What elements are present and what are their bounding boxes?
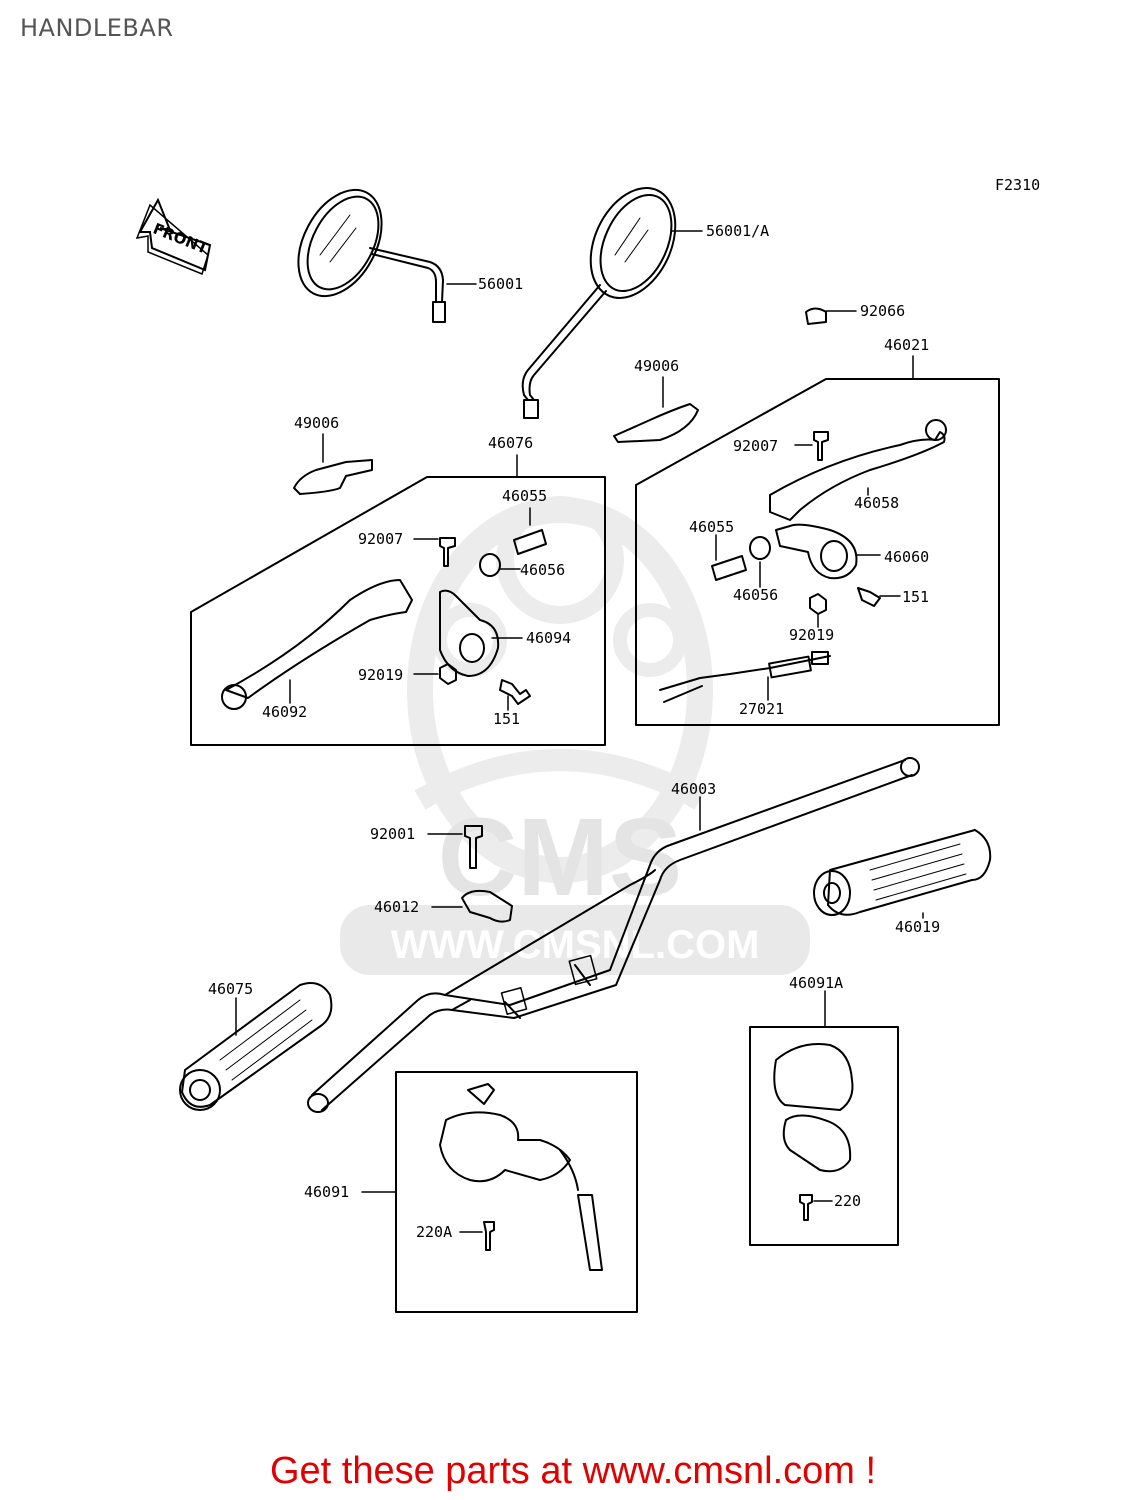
label-handlebar: 46003 [671, 780, 716, 798]
switch-harness-part [659, 655, 831, 691]
label-screw-housing-left: 220A [416, 1223, 452, 1241]
screw-left-part [499, 679, 531, 705]
housing-right-part [773, 1043, 854, 1111]
housing-left-part [439, 1111, 571, 1183]
label-lever-left: 46092 [262, 703, 307, 721]
label-nut-left: 92019 [358, 666, 403, 684]
grip-right-part [813, 829, 992, 916]
holder-right-part [775, 523, 858, 580]
label-adjuster-left: 46055 [502, 487, 547, 505]
label-bolt-lever-left: 92007 [358, 530, 403, 548]
nut-adjuster-right-part [749, 536, 771, 560]
adjuster-left-part [513, 529, 547, 555]
cms-watermark: CMS WWW.CMSNL.COM [340, 496, 810, 975]
lever-assy-left-box [190, 476, 606, 746]
label-adjuster-right: 46055 [689, 518, 734, 536]
cover-right-part [613, 403, 699, 443]
handlebar-part [307, 757, 920, 1113]
figure-code: F2310 [995, 176, 1040, 194]
screw-housing-left-part [483, 1221, 495, 1251]
label-cover-left: 49006 [294, 414, 339, 432]
nut-right-part [809, 593, 827, 615]
lever-left-part [225, 579, 413, 699]
label-nut-adjuster-right: 46056 [733, 586, 778, 604]
label-cover-right: 49006 [634, 357, 679, 375]
label-mirror-left: 56001 [478, 275, 523, 293]
label-bolt-holder: 92001 [370, 825, 415, 843]
label-housing-left: 46091 [304, 1183, 349, 1201]
mirror-right-part [521, 187, 677, 419]
housing-left-box [395, 1071, 638, 1313]
footer-link[interactable]: Get these parts at www.cmsnl.com ! [269, 1450, 877, 1492]
label-holder-left: 46094 [526, 629, 571, 647]
part-labels: 56001 56001/A 92066 46021 49006 49006 46… [208, 222, 940, 1241]
label-holder-right: 46060 [884, 548, 929, 566]
screw-right-part [857, 587, 881, 607]
bolt-holder-part [464, 825, 483, 869]
label-cap: 92066 [860, 302, 905, 320]
nut-left-part [439, 663, 457, 685]
mirror-left-part [297, 188, 446, 323]
bolt-lever-right-part [813, 431, 829, 461]
label-switch-harness: 27021 [739, 700, 784, 718]
label-mirror-right: 56001/A [706, 222, 769, 240]
label-lever-assy-right: 46021 [884, 336, 929, 354]
label-lever-right: 46058 [854, 494, 899, 512]
label-bolt-lever-right: 92007 [733, 437, 778, 455]
label-holder-handlebar: 46012 [374, 898, 419, 916]
label-screw-right: 151 [902, 588, 929, 606]
holder-left-part [439, 589, 500, 677]
housing-right-box [749, 1026, 899, 1246]
label-grip-left: 46075 [208, 980, 253, 998]
holder-handlebar-part [461, 889, 513, 923]
lever-assy-right-box [635, 378, 1000, 726]
cover-left-part [293, 459, 373, 495]
label-grip-right: 46019 [895, 918, 940, 936]
label-screw-left: 151 [493, 710, 520, 728]
adjuster-right-part [711, 555, 747, 581]
screw-housing-right-part [799, 1194, 813, 1221]
label-nut-right: 92019 [789, 626, 834, 644]
label-screw-housing-right: 220 [834, 1192, 861, 1210]
nut-adjuster-left-part [479, 553, 501, 577]
cap-part [805, 307, 827, 325]
bolt-lever-left-part [439, 537, 456, 567]
label-housing-right: 46091A [789, 974, 843, 992]
watermark-logo: CMS [438, 796, 682, 919]
front-arrow-icon: FRONT [135, 197, 211, 276]
label-nut-adjuster-left: 46056 [520, 561, 565, 579]
label-lever-assy-left: 46076 [488, 434, 533, 452]
grip-left-part [179, 982, 333, 1111]
page-title: HANDLEBAR [20, 14, 174, 42]
